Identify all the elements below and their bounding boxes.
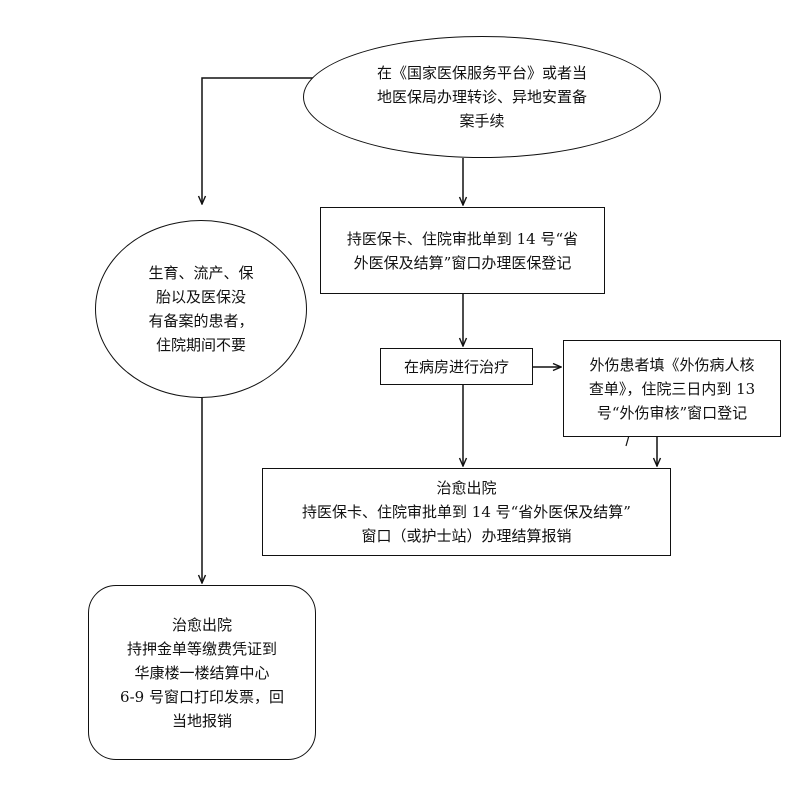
register-box: 持医保卡、住院审批单到 14 号“省 外医保及结算”窗口办理医保登记 <box>320 207 605 294</box>
discharge-uninsured-line: 当地报销 <box>171 711 232 730</box>
injury-box: 外伤患者填《外伤病人核 查单》，住院三日内到 13 号“外伤审核”窗口登记 <box>563 340 781 437</box>
treatment-label: 在病房进行治疗 <box>403 357 509 376</box>
discharge-uninsured-line: 华康楼一楼结算中心 <box>134 663 270 682</box>
no-registration-line: 住院期间不要 <box>155 336 246 354</box>
arrow-start-to-noreg <box>202 77 318 204</box>
discharge-uninsured-line: 治愈出院 <box>171 615 232 634</box>
start-line: 地医保局办理转诊、异地安置备 <box>376 88 587 106</box>
discharge-insured-line: 治愈出院 <box>436 479 497 497</box>
start-line: 在《国家医保服务平台》或者当 <box>376 64 587 82</box>
start-line: 案手续 <box>459 112 505 130</box>
discharge-uninsured-line: 持押金单等缴费凭证到 <box>126 639 277 658</box>
treatment-box: 在病房进行治疗 <box>380 348 533 385</box>
start-ellipse: 在《国家医保服务平台》或者当 地医保局办理转诊、异地安置备 案手续 <box>303 36 661 158</box>
discharge-uninsured-line: 6-9 号窗口打印发票，回 <box>120 687 284 706</box>
no-registration-line: 生育、流产、保 <box>148 264 254 282</box>
injury-line: 号“外伤审核”窗口登记 <box>596 403 748 422</box>
injury-line: 外伤患者填《外伤病人核 <box>589 355 755 374</box>
no-registration-ellipse: 生育、流产、保 胎以及医保没 有备案的患者， 住院期间不要 <box>95 220 307 398</box>
no-registration-line: 胎以及医保没 <box>155 288 246 306</box>
no-registration-line: 有备案的患者， <box>148 312 254 330</box>
register-line: 外医保及结算”窗口办理医保登记 <box>353 253 572 272</box>
discharge-insured-line: 持医保卡、住院审批单到 14 号“省外医保及结算” <box>302 503 631 521</box>
injury-line: 查单》，住院三日内到 13 <box>588 379 756 398</box>
register-line: 持医保卡、住院审批单到 14 号“省 <box>346 229 579 248</box>
discharge-insured-box: 治愈出院 持医保卡、住院审批单到 14 号“省外医保及结算” 窗口（或护士站）办… <box>262 468 671 556</box>
discharge-insured-line: 窗口（或护士站）办理结算报销 <box>361 527 572 545</box>
discharge-uninsured-box: 治愈出院 持押金单等缴费凭证到 华康楼一楼结算中心 6-9 号窗口打印发票，回 … <box>88 585 316 760</box>
